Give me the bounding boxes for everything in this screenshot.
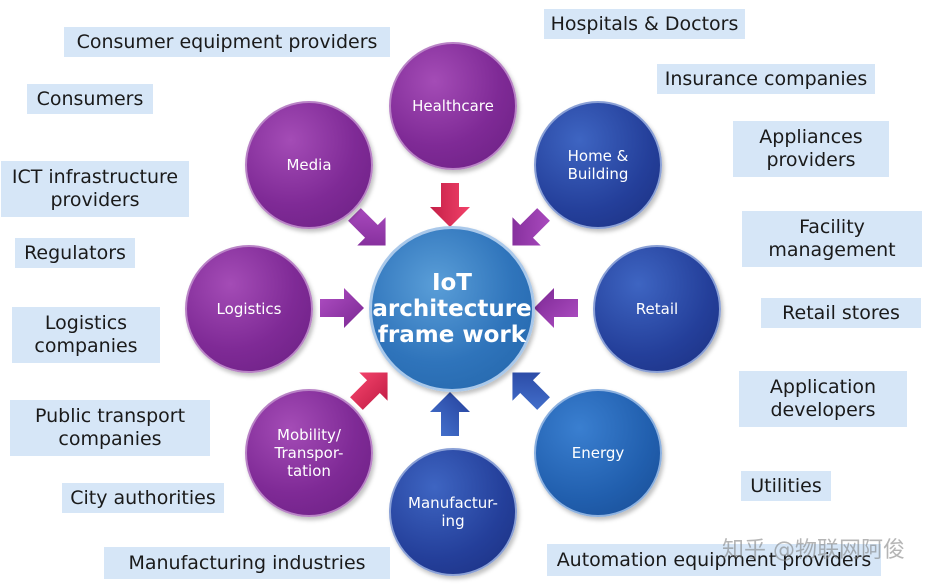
label-facility-management: Facility management — [742, 211, 922, 267]
sector-mobility: Mobility/ Transpor- tation — [245, 389, 373, 517]
label-utilities: Utilities — [741, 471, 831, 501]
arrow-healthcare — [430, 183, 470, 227]
arrow-mobility — [350, 372, 388, 410]
sector-manufacturing: Manufactur- ing — [389, 448, 517, 576]
sector-energy: Energy — [534, 389, 662, 517]
sector-retail: Retail — [593, 245, 721, 373]
label-automation-equipment-providers: Automation equipment providers — [547, 544, 881, 576]
label-consumer-equipment-providers: Consumer equipment providers — [64, 27, 390, 57]
sector-home-building: Home & Building — [534, 101, 662, 229]
sector-logistics: Logistics — [185, 245, 313, 373]
label-regulators: Regulators — [15, 238, 135, 268]
arrow-retail — [534, 288, 578, 328]
arrow-media — [348, 208, 386, 246]
label-consumers: Consumers — [27, 84, 153, 114]
arrow-manufacturing — [430, 392, 470, 436]
label-ict-infrastructure-providers: ICT infrastructure providers — [1, 161, 189, 217]
watermark: 知乎 @物联网阿俊 — [722, 538, 905, 563]
label-public-transport-companies: Public transport companies — [10, 400, 210, 456]
label-city-authorities: City authorities — [62, 483, 224, 513]
label-insurance-companies: Insurance companies — [657, 64, 875, 94]
label-hospitals-doctors: Hospitals & Doctors — [544, 9, 745, 39]
label-logistics-companies: Logistics companies — [12, 307, 160, 363]
center-iot-architecture: IoT architecture frame work — [369, 226, 535, 392]
sector-media: Media — [245, 101, 373, 229]
arrow-home — [512, 208, 550, 246]
arrow-logistics — [320, 288, 364, 328]
label-manufacturing-industries: Manufacturing industries — [104, 547, 390, 579]
label-appliances-providers: Appliances providers — [733, 121, 889, 177]
label-application-developers: Application developers — [739, 371, 907, 427]
arrow-energy — [512, 372, 550, 410]
sector-healthcare: Healthcare — [389, 42, 517, 170]
label-retail-stores: Retail stores — [761, 298, 921, 328]
